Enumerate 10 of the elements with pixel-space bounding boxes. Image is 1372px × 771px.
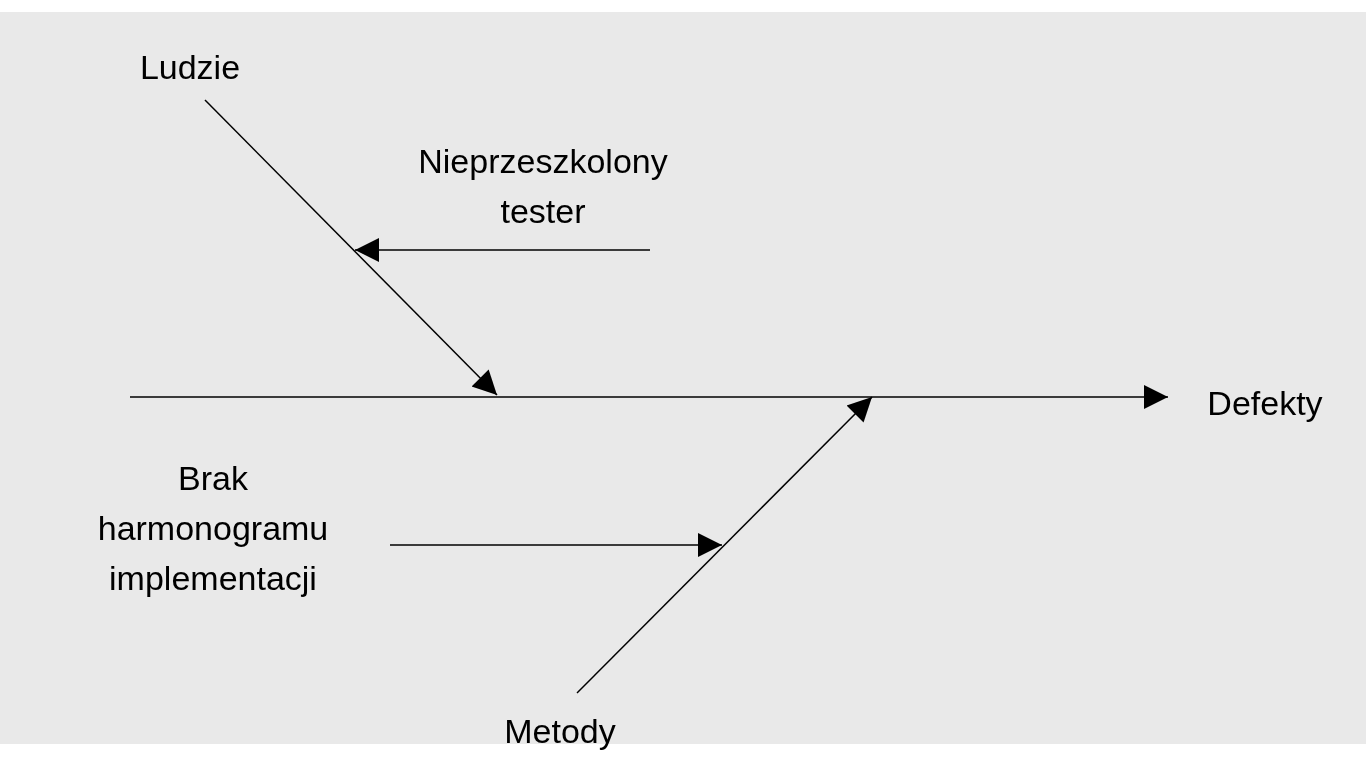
cause-label: Brak harmonogramu implementacji xyxy=(96,458,330,599)
cause-label: Metody xyxy=(504,711,616,752)
cause-label: Defekty xyxy=(1207,383,1323,424)
cause-label: Nieprzeszkolony tester xyxy=(417,141,669,232)
arrow xyxy=(354,238,651,262)
arrow xyxy=(576,396,873,694)
arrow xyxy=(204,99,498,396)
cause-label: Ludzie xyxy=(139,47,241,88)
arrow xyxy=(389,533,723,557)
arrow xyxy=(129,385,1169,409)
